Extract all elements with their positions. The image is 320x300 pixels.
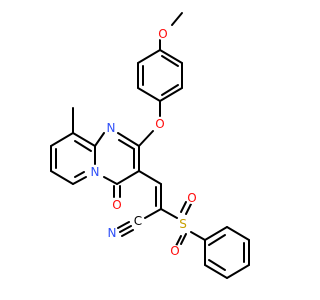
bond-s-o-top-2 xyxy=(185,203,192,215)
molecule-structure: O O N N O N C S O O xyxy=(50,12,250,279)
bond-phenyl-4 xyxy=(226,264,250,279)
bond-alpha-s xyxy=(160,208,178,219)
carbonyl-oxygen-halo xyxy=(111,199,123,211)
bond-s-o-top-1 xyxy=(180,201,187,213)
sulfonyl-oxygen-top-label: O xyxy=(187,191,196,205)
bond-c2-n1 xyxy=(117,132,140,147)
ring-nitrogen-top-label: N xyxy=(107,121,116,135)
bond-anisole-3 xyxy=(159,87,183,102)
bond-anisole-1 xyxy=(159,49,183,64)
bond-s-o-bottom-2 xyxy=(180,233,187,245)
bond-c9-c8 xyxy=(50,132,74,147)
bond-triple-1 xyxy=(119,225,132,233)
methoxy-oxygen-halo xyxy=(157,28,169,40)
bond-triple-3 xyxy=(117,221,130,229)
bond-c9a-c9-inner xyxy=(74,140,92,152)
bond-n5-c4 xyxy=(103,176,118,185)
ether-oxygen-halo xyxy=(154,118,166,130)
bond-c7-c6 xyxy=(50,170,74,185)
atom-layer: O O N N O N C S O O xyxy=(89,27,198,258)
ring-nitrogen-bridge-halo xyxy=(89,166,101,178)
nitrile-carbon-label: C xyxy=(134,214,142,228)
methoxy-oxygen-label: O xyxy=(158,27,167,41)
bond-ether-o-c2 xyxy=(138,130,154,147)
bond-methyl-o xyxy=(171,12,183,26)
bond-alpha-cn xyxy=(144,208,162,219)
molecule-canvas: O O N N O N C S O O xyxy=(50,12,250,279)
sulfonyl-oxygen-bottom-label: O xyxy=(170,244,179,258)
bond-anisole-4 xyxy=(137,87,161,102)
bond-anisole-1-inner xyxy=(161,55,179,67)
bond-layer xyxy=(50,12,250,279)
bond-c9a-c9 xyxy=(72,132,96,147)
bond-phenyl-2 xyxy=(226,226,250,241)
bond-s-o-bottom-1 xyxy=(175,235,182,247)
bond-c4-c3 xyxy=(116,170,140,185)
bond-c6-n5-inner xyxy=(74,171,85,178)
bond-c3-vinyl xyxy=(138,170,162,185)
ring-nitrogen-bridge-label: N xyxy=(91,165,100,179)
sulfonyl-oxygen-bottom-halo xyxy=(169,245,181,257)
bond-c6-n5 xyxy=(72,176,87,185)
bond-c2-n1-inner xyxy=(118,139,135,150)
sulfonyl-oxygen-top-halo xyxy=(186,192,198,204)
bond-phenyl-5 xyxy=(204,264,228,279)
bond-anisole-3-inner xyxy=(161,84,179,96)
ring-nitrogen-top-halo xyxy=(105,122,117,134)
bond-phenyl-5-inner xyxy=(208,259,226,271)
bond-s-phenyl xyxy=(190,231,206,241)
bond-triple-2 xyxy=(121,229,134,237)
bond-phenyl-1 xyxy=(204,226,228,241)
ether-oxygen-label: O xyxy=(155,117,164,131)
sulfonyl-sulfur-halo xyxy=(177,218,189,230)
bond-phenyl-1-inner xyxy=(208,234,226,246)
nitrile-nitrogen-halo xyxy=(106,227,118,239)
bond-anisole-6 xyxy=(137,49,161,64)
nitrile-nitrogen-label: N xyxy=(108,226,117,240)
carbonyl-oxygen-label: O xyxy=(112,198,121,212)
sulfonyl-sulfur-label: S xyxy=(179,217,187,231)
nitrile-carbon-halo xyxy=(132,215,144,227)
bond-n1-c9a xyxy=(94,132,105,147)
